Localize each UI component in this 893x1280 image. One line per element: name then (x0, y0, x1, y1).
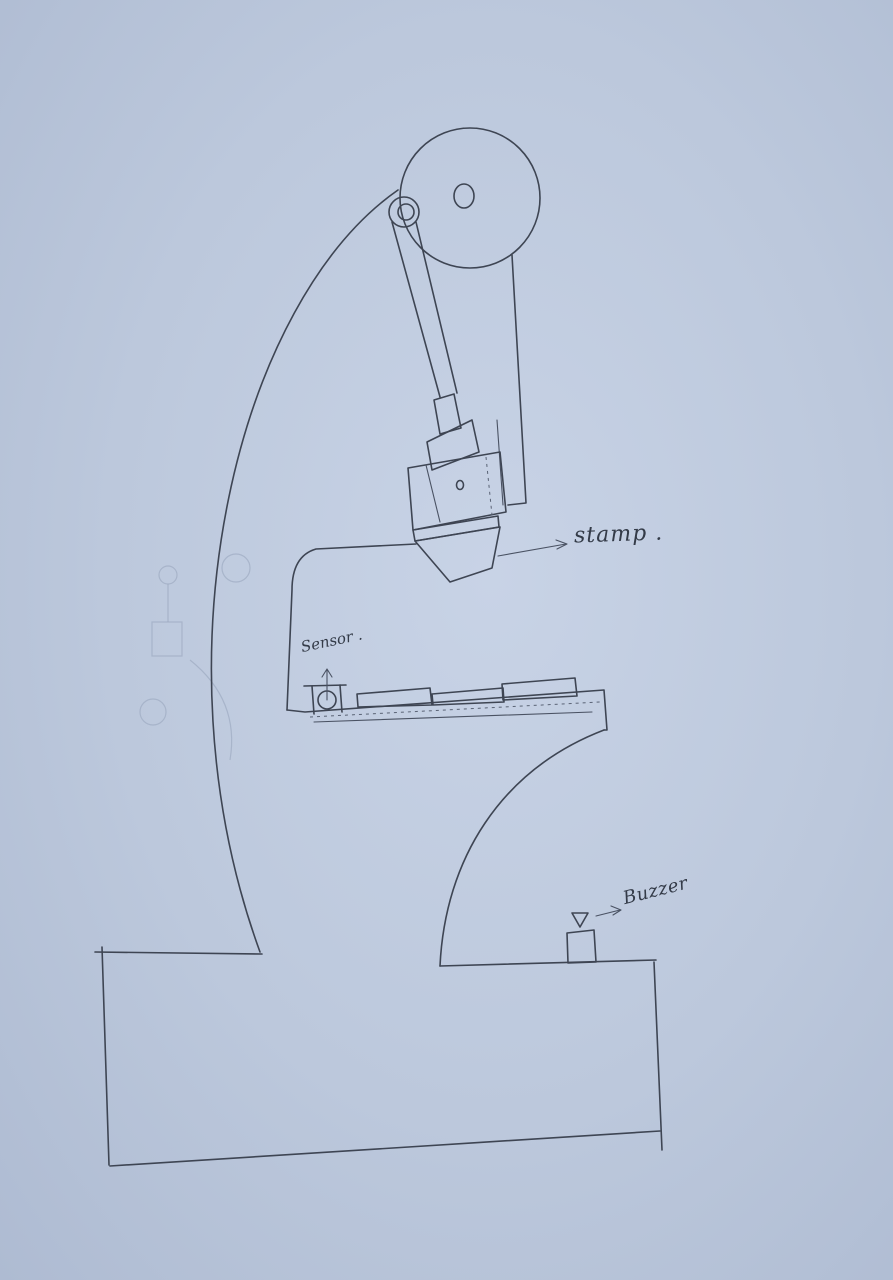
sensor-unit (304, 669, 346, 714)
stamp-arrow (498, 540, 567, 556)
ram-slider (408, 394, 506, 530)
flywheel-axle-hole (454, 184, 474, 208)
sensor-arrow (322, 669, 332, 700)
arm-right-edge (508, 255, 526, 505)
stamp-label: stamp . (574, 520, 664, 548)
buzzer-icon (572, 913, 588, 927)
frame-outer-arc (211, 190, 398, 952)
buzzer (567, 906, 621, 963)
connecting-rod (392, 222, 457, 397)
ghost-sketch (140, 554, 250, 760)
stamp-die (413, 516, 500, 582)
arm-right-edge-inner (497, 420, 503, 505)
flywheel (400, 128, 540, 268)
machine-base (95, 947, 662, 1166)
frame-inner-curve (440, 730, 604, 966)
